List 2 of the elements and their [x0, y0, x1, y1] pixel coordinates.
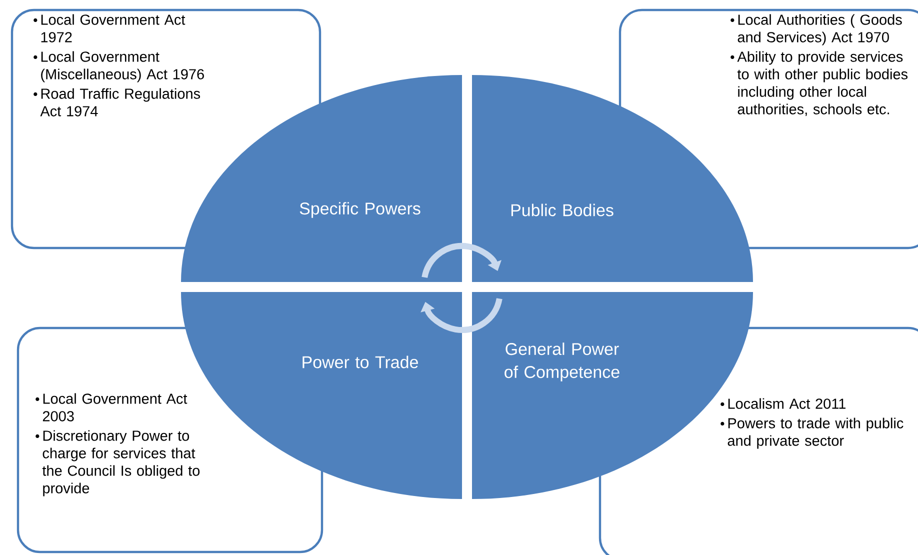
cycle-arrow — [422, 243, 502, 278]
cycle-arrow — [420, 298, 502, 333]
